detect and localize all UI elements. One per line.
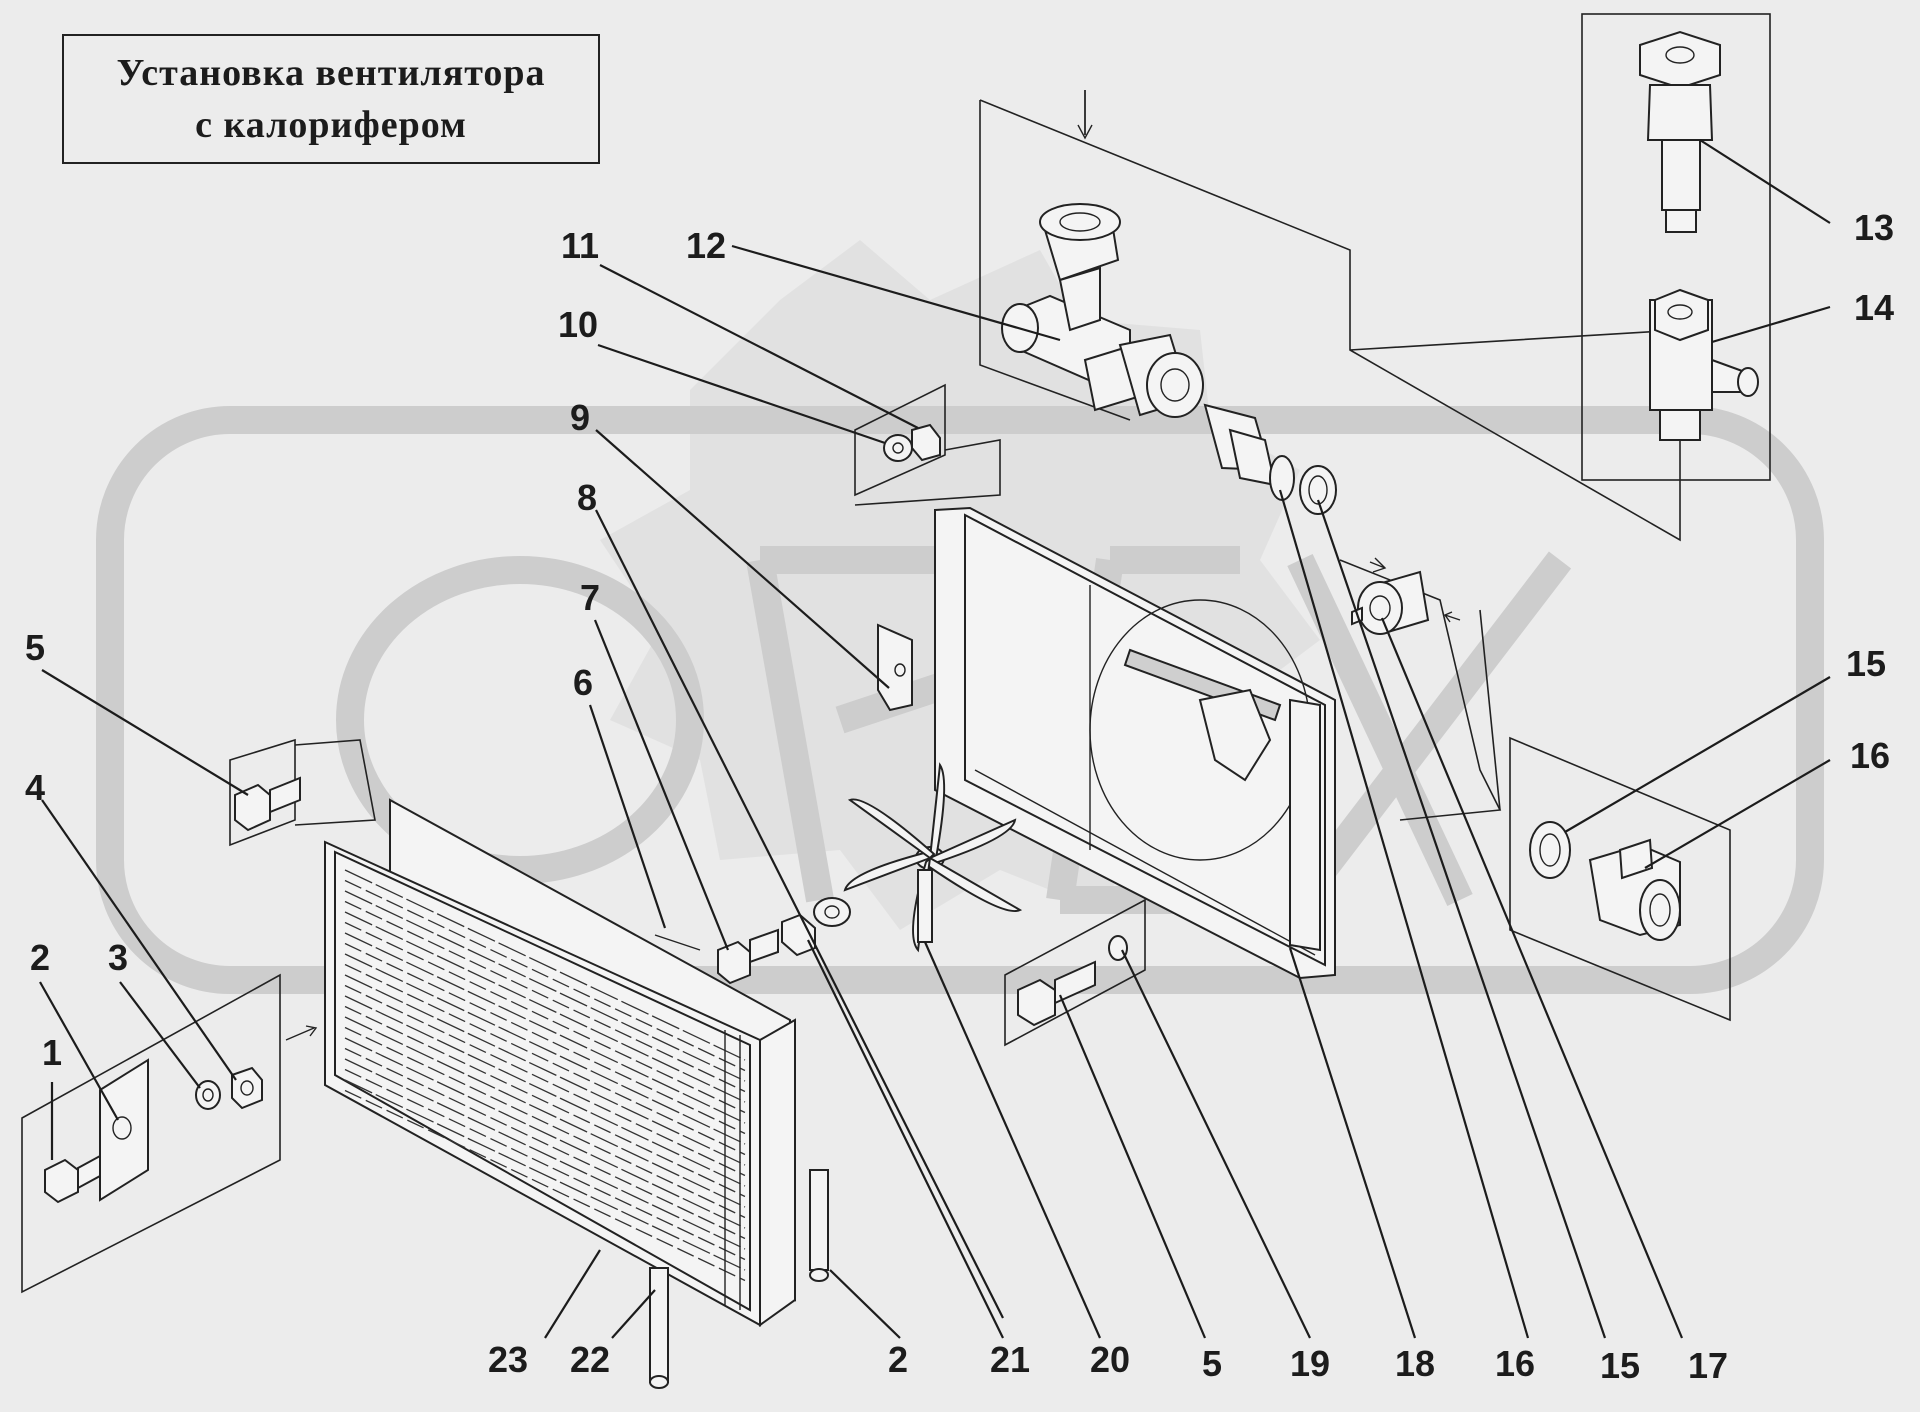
- callout-21: 21: [990, 1339, 1030, 1380]
- title-box: Установка вентилятора с калорифером: [62, 34, 600, 164]
- callout-5: 5: [25, 627, 45, 668]
- callout-8: 8: [577, 477, 597, 518]
- leader-lines: [39, 139, 1831, 1339]
- fin-line: [344, 932, 746, 1124]
- callout-23: 23: [488, 1339, 528, 1380]
- heater-core-fins: [344, 869, 746, 1282]
- callout-9: 9: [570, 397, 590, 438]
- callout-7: 7: [580, 577, 600, 618]
- fin-line: [344, 890, 746, 1082]
- callout-22: 22: [570, 1339, 610, 1380]
- fin-line: [344, 1058, 746, 1250]
- fin-line: [344, 1047, 746, 1240]
- fin-line: [344, 953, 746, 1145]
- callout-10: 10: [558, 304, 598, 345]
- callout-17: 17: [1688, 1345, 1728, 1386]
- right-fitting: [1529, 821, 1681, 941]
- callout-16b: 16: [1495, 1343, 1535, 1384]
- callout-15b: 15: [1600, 1345, 1640, 1386]
- left-bracket-set: [44, 1058, 263, 1204]
- fin-line: [344, 911, 746, 1103]
- callout-3: 3: [108, 937, 128, 978]
- fin-line: [344, 963, 746, 1156]
- fin-line: [344, 921, 746, 1114]
- fin-line: [344, 974, 746, 1166]
- assembly-arrows: [285, 90, 1461, 1041]
- fin-line: [344, 1089, 746, 1282]
- fin-line: [344, 1037, 746, 1229]
- plate: [877, 623, 913, 712]
- callout-6: 6: [573, 662, 593, 703]
- screw-washer-set: [654, 897, 851, 985]
- mounting-brackets: [649, 1169, 829, 1389]
- callout-12: 12: [686, 225, 726, 266]
- fin-line: [344, 879, 746, 1072]
- fin-line: [344, 1005, 746, 1198]
- fan-motor: [1351, 570, 1430, 635]
- fin-line: [344, 984, 746, 1177]
- valve-insert: [1639, 30, 1759, 441]
- bolt-lower: [1017, 935, 1128, 1027]
- callout-4: 4: [25, 767, 45, 808]
- title-line-1: Установка вентилятора: [116, 52, 546, 94]
- callout-18: 18: [1395, 1343, 1435, 1384]
- callout-15: 15: [1846, 643, 1886, 684]
- callout-13: 13: [1854, 207, 1894, 248]
- fin-line: [344, 1026, 746, 1219]
- callout-16: 16: [1850, 735, 1890, 776]
- callout-labels: 1 2 3 4 5 6 7 8 9 10 11 12 13 14 15 16 2…: [25, 207, 1894, 1386]
- heater-core: [324, 798, 797, 1327]
- callout-19: 19: [1290, 1343, 1330, 1384]
- callout-1: 1: [42, 1032, 62, 1073]
- callout-2b: 2: [888, 1339, 908, 1380]
- fin-line: [344, 869, 746, 1061]
- fin-line: [344, 1016, 746, 1208]
- fan-impeller: [843, 762, 1023, 953]
- nut-washer: [883, 423, 941, 462]
- callout-11: 11: [561, 225, 599, 266]
- fin-line: [344, 942, 746, 1135]
- callout-20: 20: [1090, 1339, 1130, 1380]
- callout-14: 14: [1854, 287, 1894, 328]
- fin-line: [344, 1068, 746, 1261]
- callout-2: 2: [30, 937, 50, 978]
- fin-line: [344, 1079, 746, 1271]
- callout-5b: 5: [1202, 1343, 1222, 1384]
- fin-line: [344, 995, 746, 1187]
- title-line-2: с калорифером: [195, 104, 467, 146]
- fan-housing: [934, 506, 1336, 980]
- fin-line: [344, 900, 746, 1093]
- bolt-left: [234, 776, 301, 832]
